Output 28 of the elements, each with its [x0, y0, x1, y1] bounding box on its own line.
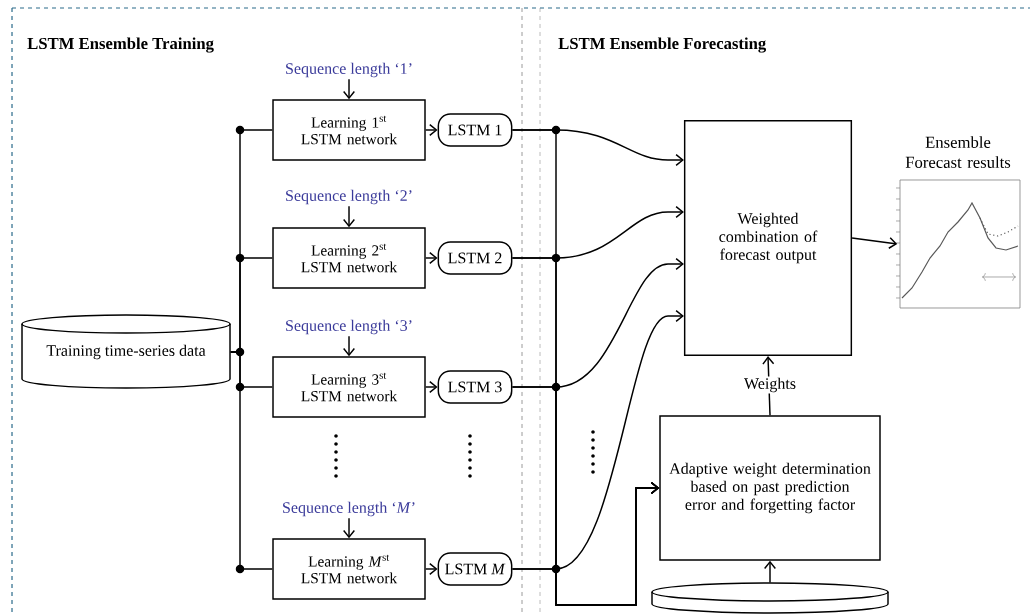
process-box: Learning 1$^{st}$ LSTM network	[272, 99, 426, 161]
model-box: LSTM M	[437, 552, 513, 586]
model-box: LSTM 2	[437, 241, 513, 275]
sequence-label: Sequence length ‘M’	[283, 501, 415, 517]
model-box: LSTM 1	[437, 113, 513, 147]
process-box: Learning M$^{st}$ LSTM network	[272, 538, 426, 600]
arrow	[342, 78, 356, 100]
process-box: Learning 3$^{st}$ LSTM network	[272, 356, 426, 418]
model-box: LSTM 3	[437, 370, 513, 404]
arrow	[342, 335, 356, 357]
arrow	[342, 517, 356, 539]
arrow	[342, 205, 356, 228]
sequence-label: Sequence length ‘3’	[286, 319, 412, 335]
edge-label: Weights	[742, 376, 798, 394]
database-cylinder	[651, 582, 889, 614]
sequence-label: Sequence length ‘2’	[286, 189, 412, 205]
process-box: Adaptive weight determination based on past prediction error and forgetting factor	[659, 415, 881, 561]
arrow	[851, 236, 898, 249]
sequence-label: Sequence length ‘1’	[286, 62, 412, 78]
forecast-chart-drawing: Ensemble Forecast results	[895, 136, 1021, 309]
node-label: Ensemble Forecast results	[905, 136, 1011, 168]
section-heading: LSTM Ensemble Training	[27, 37, 214, 53]
process-box: Weighted combination of forecast output	[683, 119, 853, 357]
database-cylinder: Training time-series data	[21, 314, 231, 389]
section-heading: LSTM Ensemble Forecasting	[558, 37, 767, 53]
arrow	[763, 560, 777, 584]
process-box: Learning 2$^{st}$ LSTM network	[272, 227, 426, 289]
arrow	[511, 481, 660, 606]
